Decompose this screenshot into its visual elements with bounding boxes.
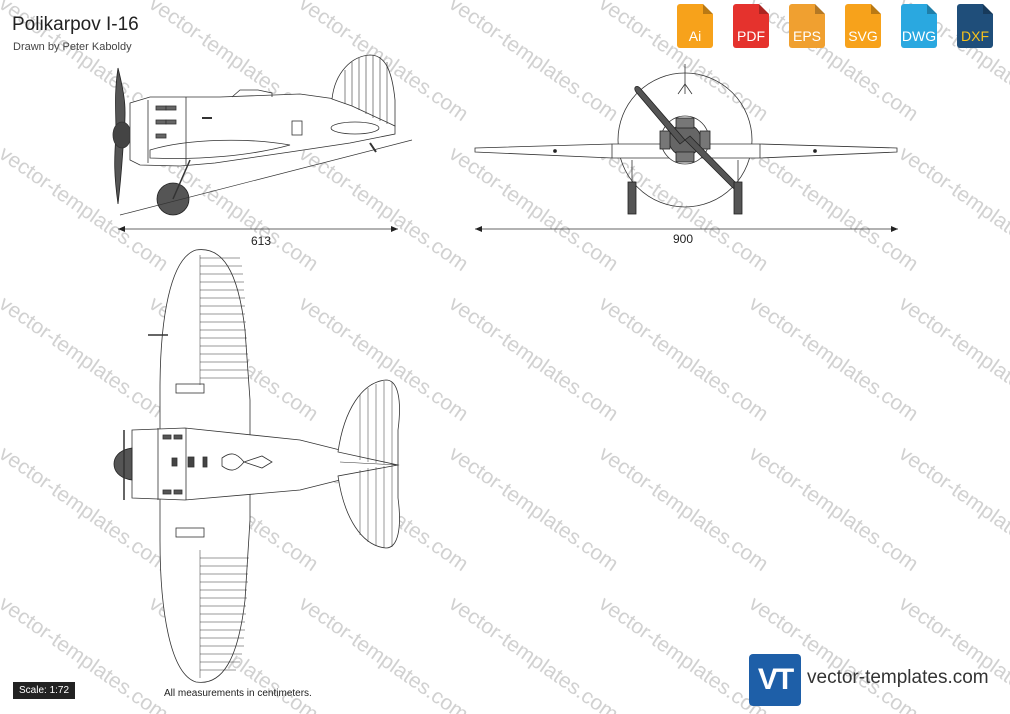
format-label: PDF — [737, 28, 765, 44]
pdf-file-icon[interactable]: PDF — [728, 4, 774, 52]
eps-file-icon[interactable]: EPS — [784, 4, 830, 52]
wingspan-label: 900 — [673, 232, 694, 246]
front-view — [474, 64, 898, 232]
vt-logo-icon: VT — [749, 654, 801, 706]
dxf-file-icon[interactable]: DXF — [952, 4, 998, 52]
format-label: DWG — [901, 28, 937, 44]
measurement-note: All measurements in centimeters. — [164, 688, 312, 699]
ai-file-icon[interactable]: Ai — [672, 4, 718, 52]
side-view — [112, 54, 413, 232]
author-credit: Drawn by Peter Kaboldy — [13, 41, 132, 53]
dwg-file-icon[interactable]: DWG — [896, 4, 942, 52]
page-title: Polikarpov I-16 — [12, 14, 139, 35]
brand-name: vector-templates.com — [807, 667, 989, 688]
format-label: EPS — [792, 28, 821, 44]
brand-footer[interactable]: VT vector-templates.com — [749, 654, 1009, 706]
format-label: DXF — [961, 28, 989, 44]
format-label: Ai — [688, 28, 702, 44]
format-icons: Ai PDF EPS SVG DWG DXF — [672, 4, 1006, 54]
format-label: SVG — [848, 28, 878, 44]
svg-file-icon[interactable]: SVG — [840, 4, 886, 52]
scale-badge: Scale: 1:72 — [13, 682, 76, 699]
side-view-length-label: 613 — [251, 234, 272, 248]
top-view — [113, 249, 400, 683]
